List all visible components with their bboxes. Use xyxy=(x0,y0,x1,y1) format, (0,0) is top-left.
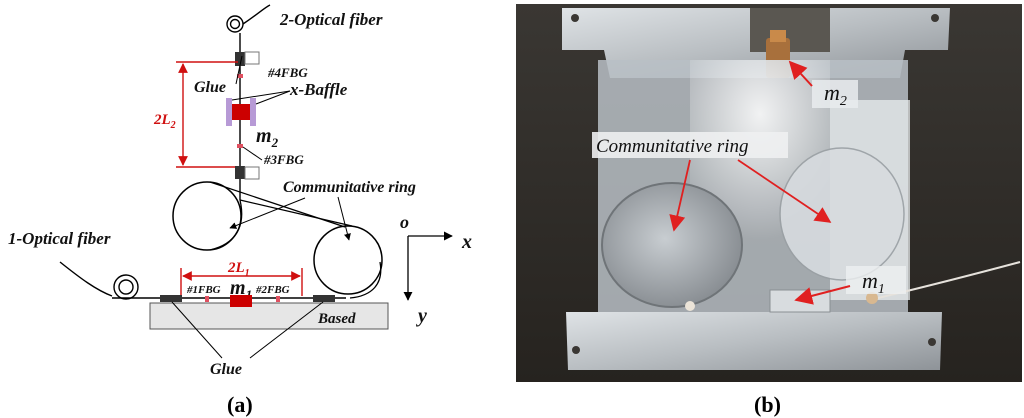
axis-y-label: y xyxy=(416,305,427,327)
fiber2-label: 2-Optical fiber xyxy=(279,10,383,29)
fbg3-label: #3FBG xyxy=(263,152,304,167)
baffle-arrow-left xyxy=(231,90,291,101)
fbg1-label: #1FBG xyxy=(186,284,221,296)
fbg4-label: #4FBG xyxy=(267,65,308,80)
m2-label-bg xyxy=(812,80,858,108)
mass-m1 xyxy=(230,295,252,307)
fbg2-mark xyxy=(276,296,280,302)
coordinate-axes xyxy=(403,231,453,301)
caption-a: (a) xyxy=(227,392,253,417)
ring-right-photo xyxy=(779,147,905,281)
mount-tab-mid xyxy=(244,166,260,180)
glue-block-left xyxy=(160,295,182,302)
glue-top-label: Glue xyxy=(194,79,226,96)
m1-label-bg xyxy=(846,266,906,294)
ring-arrow-2 xyxy=(337,196,351,241)
based-label: Based xyxy=(317,311,356,327)
fbg1-mark xyxy=(205,296,209,302)
m1-label: m1 xyxy=(230,277,252,302)
mass-m2 xyxy=(232,104,250,120)
m2-label: m2 xyxy=(256,125,279,150)
glue-dot-right xyxy=(866,292,878,304)
baffle-arrow-right xyxy=(255,90,291,105)
panel-b-photo: m2 Communitative ring m1 (b) xyxy=(516,4,1022,417)
fbg2-label: #2FBG xyxy=(255,284,290,296)
photo-m1-arrow xyxy=(794,285,851,305)
photo-m2-label: m2 xyxy=(824,80,847,109)
glue-bottom-label: Glue xyxy=(210,361,242,378)
fbg3-mark xyxy=(237,144,243,148)
dimension-2l1 xyxy=(180,268,303,296)
photo-ring-arrow-1 xyxy=(669,159,691,232)
panel-a-schematic: 2-Optical fiber #4FBG Glue x-Baffle 2L2 xyxy=(8,4,472,417)
photo-m1-label: m1 xyxy=(862,268,885,297)
photo-ring-label: Communitative ring xyxy=(596,136,749,157)
ring-left-photo xyxy=(601,182,743,308)
fiber-routing xyxy=(209,181,382,299)
ring-label: Communitative ring xyxy=(283,179,416,196)
dimension-2l2-label: 2L2 xyxy=(153,112,176,131)
photo-ring-arrow-2 xyxy=(737,159,832,223)
screw-holes xyxy=(571,14,939,354)
axis-x-label: x xyxy=(461,231,472,253)
glue-bottom-arrow-1 xyxy=(171,301,223,359)
ring-top xyxy=(172,181,242,251)
x-baffle-right xyxy=(250,98,256,126)
x-baffle-left xyxy=(226,98,232,126)
fiber2-curl xyxy=(226,4,271,33)
fbg4-mark xyxy=(237,74,243,78)
fiber1-label: 1-Optical fiber xyxy=(8,229,111,248)
dimension-2l1-label: 2L1 xyxy=(227,260,250,279)
photo-m2-arrow xyxy=(788,60,813,87)
glue-block-mid xyxy=(235,166,245,179)
m2-mass-cap xyxy=(770,30,786,42)
based-plate xyxy=(149,302,389,330)
axis-o-label: o xyxy=(400,212,409,232)
bracket-bottom xyxy=(566,312,942,370)
glue-bottom-arrow-2 xyxy=(249,301,324,359)
mount-tab-top xyxy=(244,51,260,65)
glue-block-top xyxy=(235,52,245,66)
glue-block-right xyxy=(313,295,335,302)
glue-top-arrow xyxy=(235,55,243,85)
ring-label-bg xyxy=(592,132,788,158)
fbg3-arrow xyxy=(242,146,263,161)
fiber1-line xyxy=(59,261,346,300)
glue-dot-left xyxy=(685,301,695,311)
fiber-exit-photo xyxy=(877,261,1021,299)
caption-b: (b) xyxy=(754,392,781,417)
baffle-label: x-Baffle xyxy=(289,80,348,99)
ring-arrow-1 xyxy=(229,197,306,229)
dimension-2l2 xyxy=(176,61,238,168)
ring-bottom xyxy=(313,225,383,295)
